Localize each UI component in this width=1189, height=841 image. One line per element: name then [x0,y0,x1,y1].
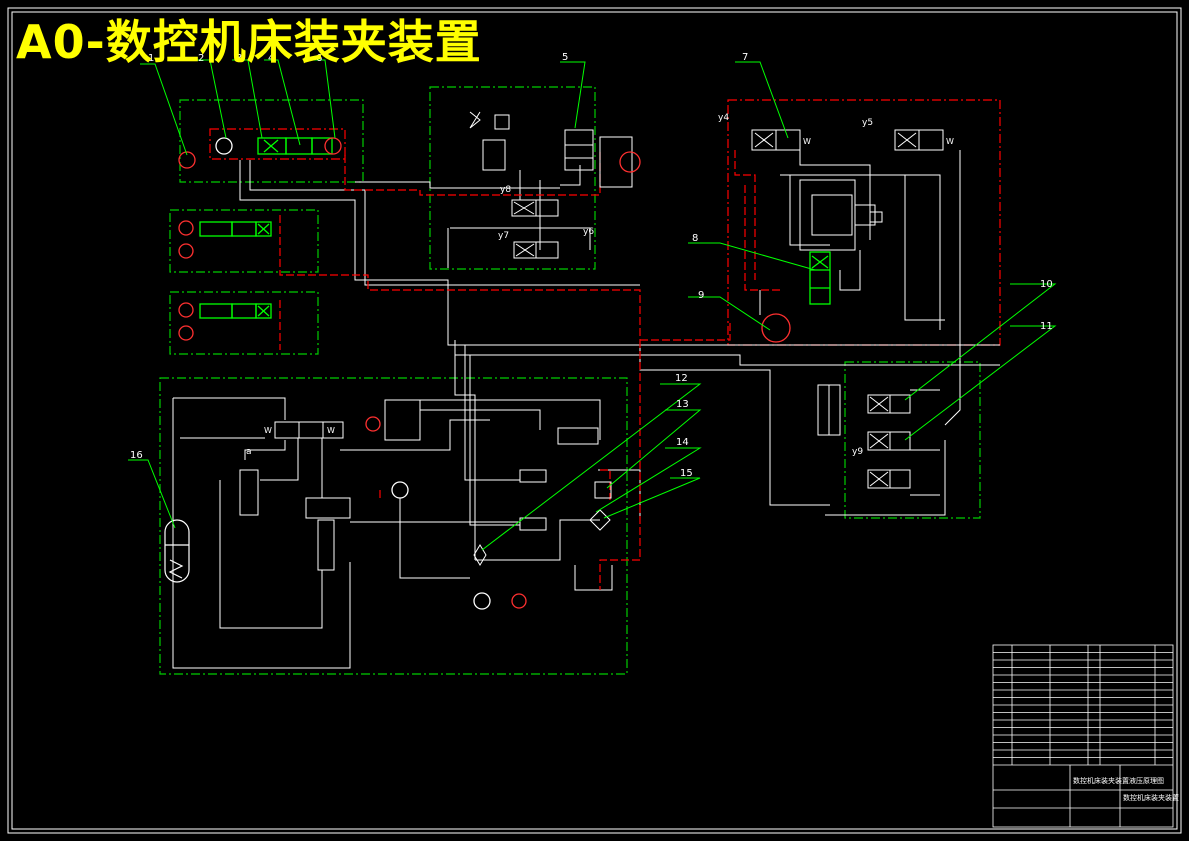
solenoid-labels: y4 y5 y6 y7 y8 y9 a [246,113,873,457]
top-cylinder-body [564,129,594,171]
callout-8: 8 [692,233,698,244]
valve-unit-a [199,221,272,237]
title-block [992,644,1174,828]
pressure-valve [305,497,351,519]
leader-lines [128,59,1057,551]
callout-14: 14 [676,437,689,448]
motor-unit-b-2 [178,325,194,341]
callout-11: 11 [1040,321,1053,332]
callout-9: 9 [698,290,704,301]
callout-7: 7 [742,52,748,63]
callout-labels: 1 2 3 4 5 6 7 8 9 10 11 12 13 14 15 16 [130,52,1053,479]
callout-4: 4 [268,53,274,64]
drawing-title: A0-数控机床装夹装置 [16,15,482,69]
spring-mark-4: W [946,137,954,146]
valve-unit-b [199,303,272,319]
spring-marks: W W W W [264,137,954,435]
motor-1 [178,151,196,169]
drawing-frame [7,7,1182,834]
clamp-cylinder [811,194,853,236]
motor-main-pump [511,593,527,609]
callout-16: 16 [130,450,143,461]
boundary-top-left-unit [179,99,364,183]
callout-1: 1 [148,53,154,64]
callout-13: 13 [676,399,689,410]
main-directional-valve [274,421,300,439]
assembly-boundaries [159,86,1001,675]
callout-12: 12 [675,373,688,384]
motor-unit-a-2 [178,243,194,259]
pump-gauge [391,481,409,499]
solenoid-y7: y7 [498,231,509,241]
accumulator-16 [164,519,190,583]
motor-unit-b [178,302,194,318]
solenoid-a: a [246,447,252,457]
solenoid-y5: y5 [862,118,873,128]
callout-10: 10 [1040,279,1053,290]
boundary-left-unit-red [209,128,346,160]
motor-9 [761,313,791,343]
title-block-text: 数控机床装夹装置液压原理图 数控机床装夹装置 [1073,776,1179,802]
callout-5: 5 [562,52,568,63]
callout-3: 3 [236,53,242,64]
boundary-valve-unit-b [169,291,319,355]
boundary-right-valve-bank [844,361,981,519]
motor-pump-station [365,416,381,432]
solenoid-y8: y8 [500,185,511,195]
pipelines [172,150,1000,669]
check-valve-14 [594,481,612,499]
pump-main [473,592,491,610]
valve-unit-1 [257,137,333,155]
motor-left-unit [215,137,233,155]
red-pipelines [279,150,780,590]
filter-12 [473,544,487,566]
callout-6: 6 [316,53,322,64]
boundary-valve-unit-a [169,209,319,273]
spring-mark-3: W [803,137,811,146]
spring-mark-2: W [327,426,335,435]
boundary-pump-station [159,377,628,675]
motors [178,137,791,610]
drawing-name: 数控机床装夹装置液压原理图 [1073,776,1164,785]
callout-2: 2 [198,53,204,64]
motor-cylinder [384,399,421,441]
solenoid-y9: y9 [852,447,863,457]
component-symbols [199,137,831,319]
product-name: 数控机床装夹装置 [1123,793,1179,802]
motor-unit-a [178,220,194,236]
callout-15: 15 [680,468,693,479]
solenoid-y4: y4 [718,113,729,123]
spring-mark-1: W [264,426,272,435]
boundary-top-center-unit [429,86,596,270]
motor-top-right [619,151,641,173]
solenoid-y6: y6 [583,227,594,237]
valve-pack-8 [809,251,831,305]
motor-6 [324,137,342,155]
